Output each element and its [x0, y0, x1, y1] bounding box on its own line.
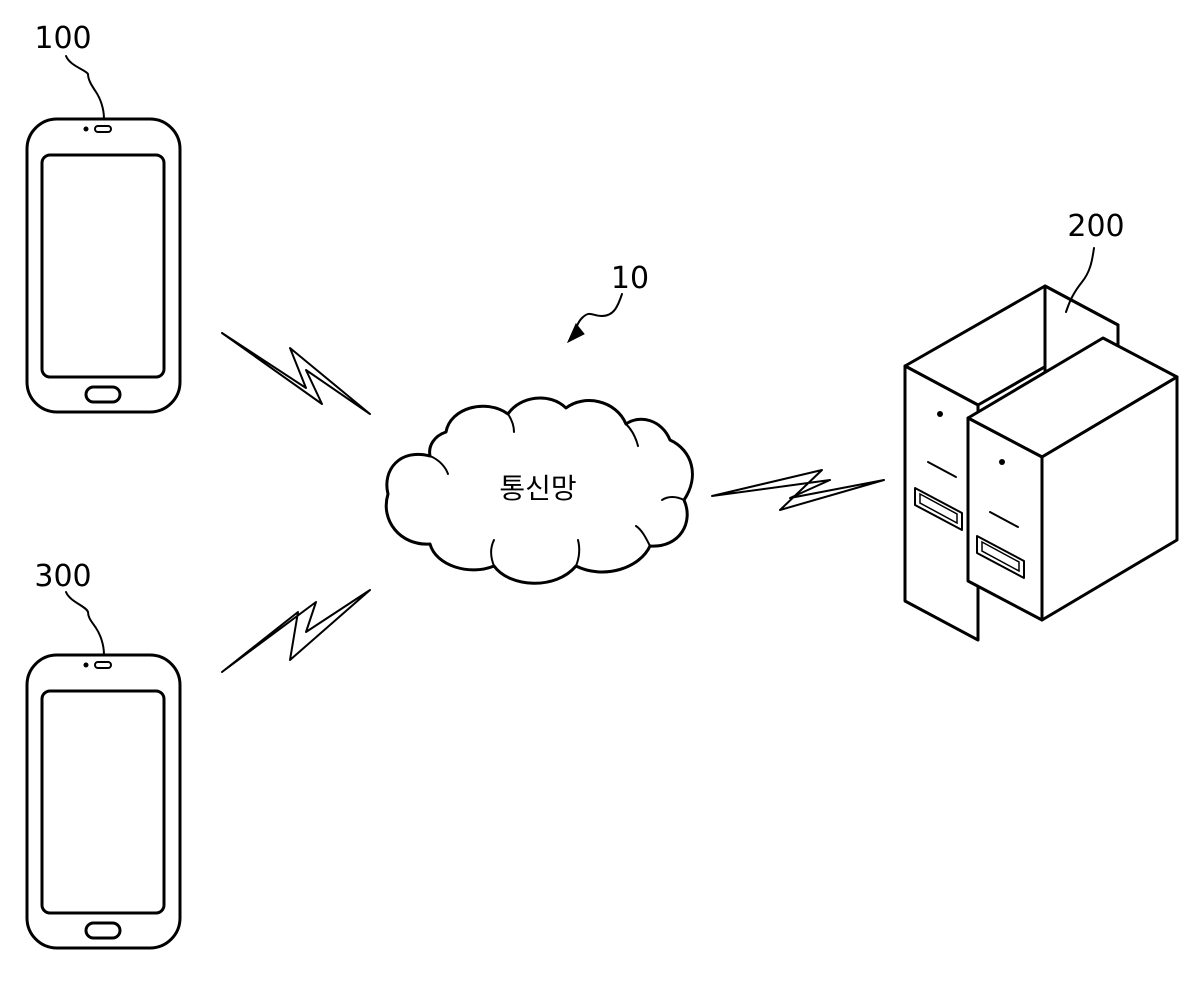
wireless-link-phone-100 [222, 333, 370, 414]
leader-line-10 [574, 294, 622, 334]
leader-line-100 [66, 56, 104, 119]
phone-300 [27, 655, 180, 948]
label-200: 200 [1067, 209, 1124, 244]
wireless-link-phone-300 [222, 590, 370, 672]
cloud-label: 통신망 [499, 472, 576, 505]
wireless-link-server [712, 470, 884, 510]
server-200 [905, 286, 1177, 640]
leader-line-300 [66, 592, 104, 655]
label-300: 300 [34, 559, 91, 594]
label-100: 100 [34, 21, 91, 56]
arrowhead-icon [568, 324, 584, 342]
label-10: 10 [611, 261, 649, 296]
phone-100 [27, 119, 180, 412]
leader-line-200 [1066, 248, 1094, 312]
